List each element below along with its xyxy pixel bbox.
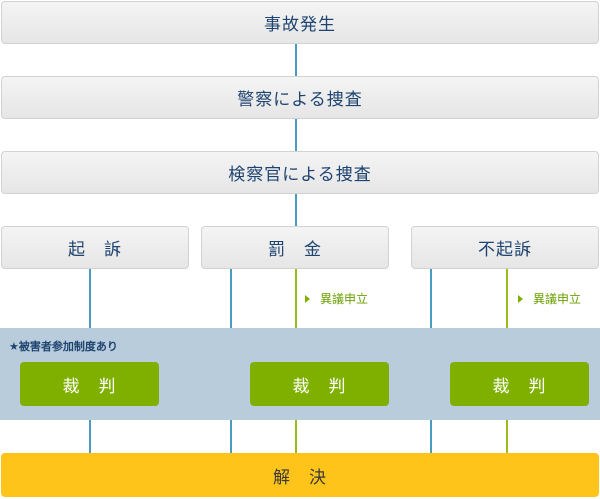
- trial-fine: 裁 判: [250, 362, 389, 406]
- trial-indictment: 裁 判: [20, 362, 159, 406]
- stage-incident: 事故発生: [1, 1, 599, 44]
- stage-police-investigation: 警察による捜査: [1, 76, 599, 119]
- connector-police-prosecutor: [295, 119, 297, 151]
- connector-incident-police: [295, 44, 297, 76]
- appeal-non-indictment-label: 異議申立: [533, 292, 582, 306]
- triangle-right-icon: [305, 294, 310, 303]
- disposition-non-indictment: 不起訴: [411, 226, 599, 269]
- triangle-right-icon: [518, 294, 523, 303]
- appeal-fine-label: 異議申立: [320, 292, 369, 306]
- disposition-indictment: 起 訴: [1, 226, 189, 269]
- trial-non-indictment: 裁 判: [450, 362, 589, 406]
- appeal-fine: 異議申立: [305, 290, 368, 307]
- victim-participation-note: ★被害者参加制度あり: [9, 340, 118, 353]
- resolution-bar: 解 決: [1, 453, 599, 497]
- stage-prosecutor-investigation: 検察官による捜査: [1, 151, 599, 194]
- disposition-fine: 罰 金: [201, 226, 389, 269]
- appeal-non-indictment: 異議申立: [518, 290, 581, 307]
- connector-prosecutor-fine: [295, 194, 297, 226]
